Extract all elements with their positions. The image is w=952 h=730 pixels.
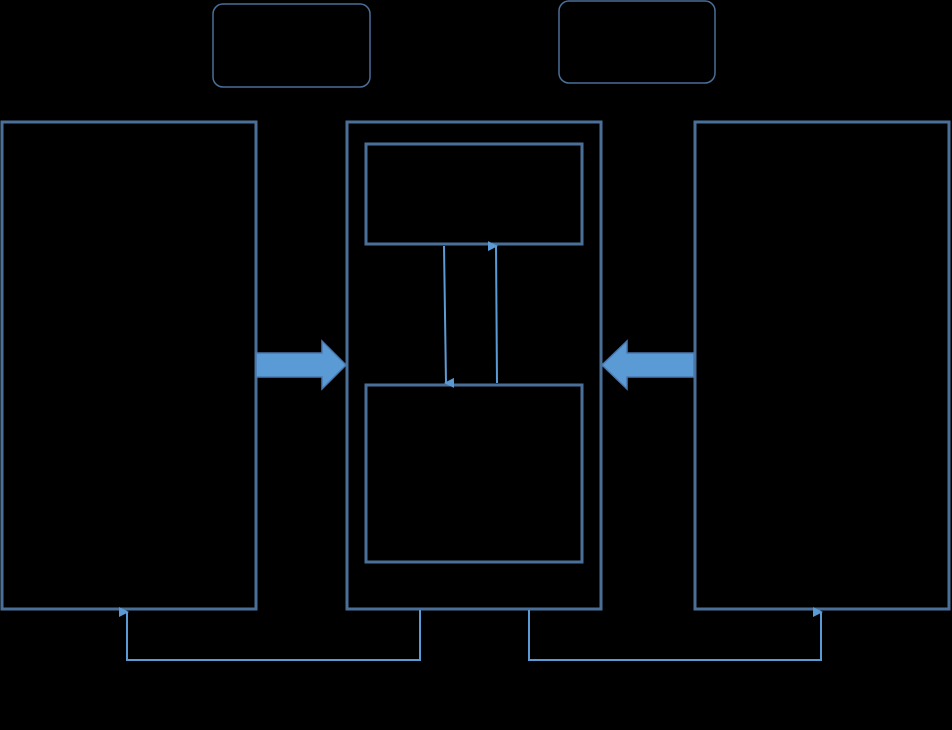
down-arrow-upper-to-lower bbox=[443, 245, 455, 388]
block-arrow-right-to-center bbox=[600, 339, 695, 391]
feedback-connector-right bbox=[528, 607, 823, 661]
left-block bbox=[0, 120, 258, 611]
block-arrow-left-to-center bbox=[255, 339, 348, 391]
center-lower-block bbox=[364, 383, 584, 564]
feedback-connector-left bbox=[119, 607, 421, 661]
right-block bbox=[693, 120, 951, 611]
center-block bbox=[345, 120, 603, 611]
center-upper-block bbox=[364, 142, 584, 246]
top-left-label-box bbox=[212, 3, 371, 88]
top-right-label-box bbox=[558, 0, 716, 84]
up-arrow-lower-to-upper bbox=[487, 241, 498, 384]
